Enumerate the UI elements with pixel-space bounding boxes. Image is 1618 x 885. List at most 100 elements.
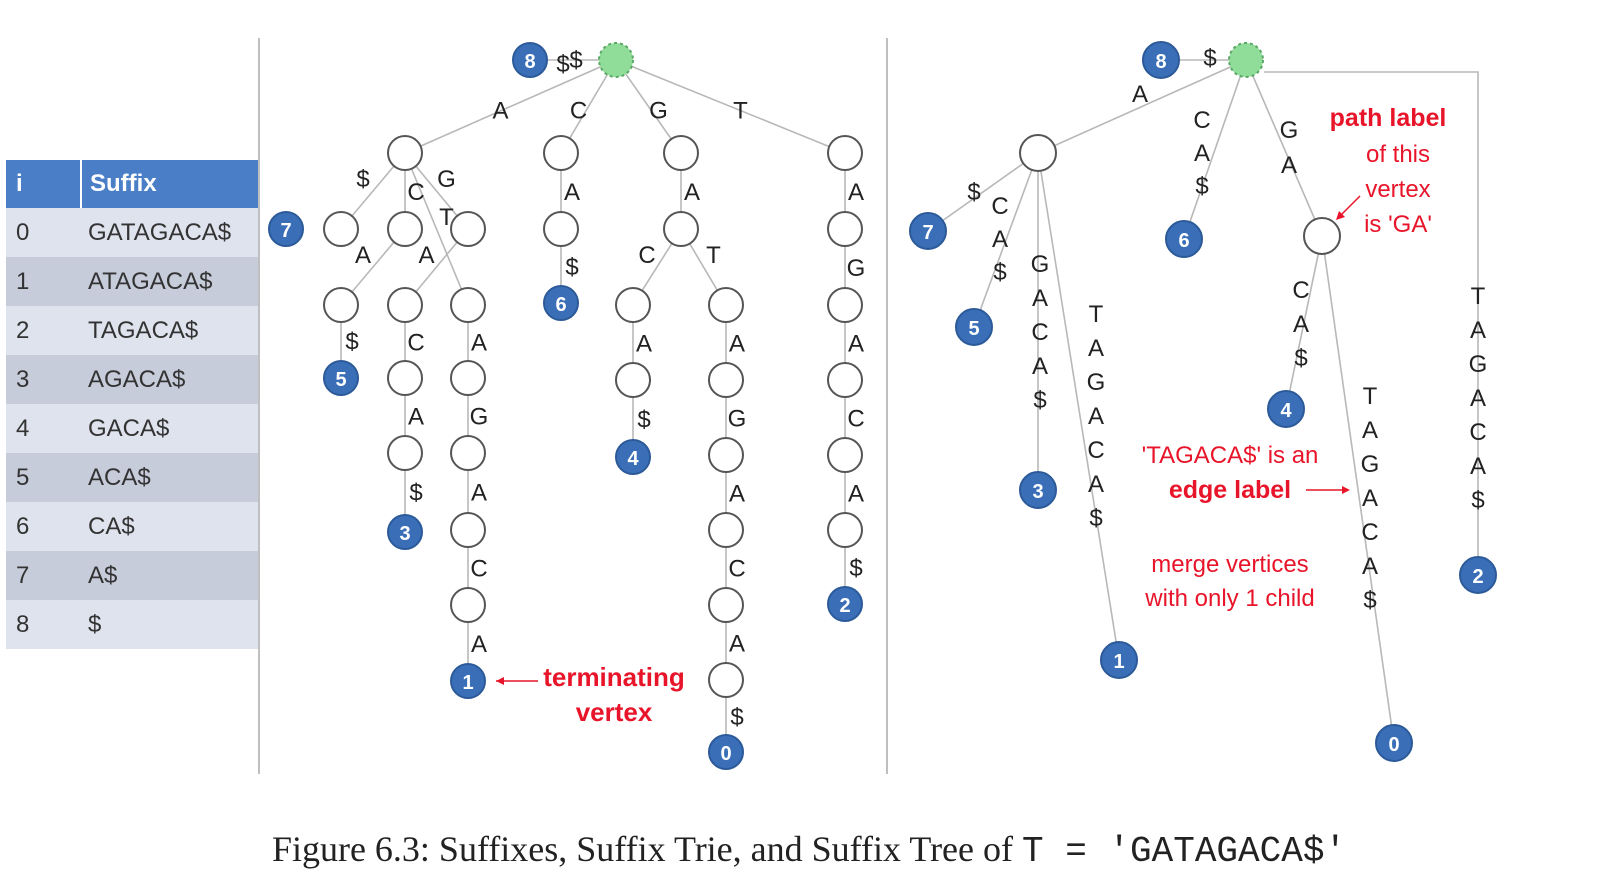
row-index: 3 <box>16 365 30 393</box>
tree-edge-label: C <box>1193 107 1210 134</box>
path-label-text-1: path label <box>1330 104 1447 132</box>
tree-edge-label: G <box>1361 451 1380 478</box>
row-index: 1 <box>16 267 30 295</box>
tree-edge-label: $ <box>1294 345 1307 372</box>
tree-edge <box>1037 59 1247 154</box>
tree-edge-label: A <box>1132 81 1148 108</box>
tree-edge-label: T <box>1471 283 1486 310</box>
trie-vertex <box>323 211 359 247</box>
tree-leaf-number: 0 <box>1388 734 1399 756</box>
tree-edge-label: A <box>1032 285 1048 312</box>
trie-vertex <box>387 135 423 171</box>
tree-edge <box>973 152 1039 328</box>
divider-middle <box>886 38 888 774</box>
tree-edge-label: $ <box>1471 487 1484 514</box>
trie-vertex <box>827 135 863 171</box>
trie-edge-label: A <box>492 98 508 125</box>
path-label-text-4: is 'GA' <box>1364 211 1432 238</box>
tree-edge <box>1037 152 1120 661</box>
trie-edge-label: G <box>728 406 747 433</box>
trie-vertex <box>543 211 579 247</box>
row-suffix: ACA$ <box>88 463 151 491</box>
divider-left <box>258 38 260 774</box>
trie-leaf-number: 6 <box>555 294 566 316</box>
trie-edge-label: A <box>471 330 487 357</box>
trie-vertex <box>615 287 651 323</box>
trie-edge-label: T <box>439 204 454 231</box>
trie-edge-label: C <box>470 556 487 583</box>
tree-vertex <box>1019 134 1057 172</box>
trie-edge-label: A <box>418 242 434 269</box>
figure-caption: Figure 6.3: Suffixes, Suffix Trie, and S… <box>0 828 1618 872</box>
tree-edge-label: A <box>1088 471 1104 498</box>
tree-edge-label: $ <box>1033 387 1046 414</box>
tree-edge-label: A <box>1088 335 1104 362</box>
trie-edge-label: G <box>847 255 866 282</box>
tree-edge-label: G <box>1087 369 1106 396</box>
tree-edge-label: A <box>1362 417 1378 444</box>
trie-vertex <box>708 287 744 323</box>
trie-edge-label: A <box>355 242 371 269</box>
trie-edge-label: A <box>471 631 487 658</box>
row-suffix: AGACA$ <box>88 365 186 393</box>
trie-vertex <box>663 211 699 247</box>
trie-leaf-7 <box>268 211 304 247</box>
row-index: 5 <box>16 463 30 491</box>
tree-root <box>1228 42 1264 78</box>
tree-edge-label: C <box>1292 277 1309 304</box>
tree-leaf-number: 7 <box>922 222 933 244</box>
header-suffix: Suffix <box>90 170 157 197</box>
terminating-text-2: vertex <box>576 697 653 727</box>
trie-edge-label: $ <box>637 407 650 434</box>
tree-edge-label: G <box>1280 117 1299 144</box>
trie-vertex <box>615 362 651 398</box>
trie-edge-label: A <box>729 631 745 658</box>
tree-edge-label: $ <box>1195 173 1208 200</box>
tree-leaf-1 <box>1100 641 1138 679</box>
trie-vertex <box>543 135 579 171</box>
tree-edge-label: A <box>1194 140 1210 167</box>
tree-leaf-4 <box>1267 390 1305 428</box>
trie-leaf-1 <box>450 663 486 699</box>
trie-vertex <box>827 362 863 398</box>
trie-edge-label: G <box>649 98 668 125</box>
tree-leaf-3 <box>1019 471 1057 509</box>
merge-text-2: with only 1 child <box>1144 585 1314 612</box>
trie-edge-label: C <box>847 406 864 433</box>
tree-leaf-5 <box>955 308 993 346</box>
merge-annotation: merge vertices with only 1 child <box>1144 551 1314 612</box>
tree-edge-label: A <box>1362 485 1378 512</box>
trie-leaf-number: 7 <box>280 220 291 242</box>
trie-edge-label: $ <box>356 166 369 193</box>
tree-edge-label: A <box>1362 553 1378 580</box>
trie-edge-label: A <box>848 179 864 206</box>
trie-edge-label: C <box>570 98 587 125</box>
tree-edge-label: T <box>1363 383 1378 410</box>
trie-leaf-number: 0 <box>720 743 731 765</box>
merge-text-1: merge vertices <box>1151 551 1308 578</box>
trie-leaf-number: 3 <box>399 523 410 545</box>
caption-code: T = 'GATAGACA$' <box>1022 831 1347 872</box>
trie-vertex <box>450 211 486 247</box>
trie-edge-label: $ <box>409 480 422 507</box>
tree-edge-label: G <box>1031 251 1050 278</box>
path-label-annotation: path label of this vertex is 'GA' <box>1330 104 1447 238</box>
tree-edge-label: $ <box>967 179 980 206</box>
edge-label-text-1: 'TAGACA$' is an <box>1142 442 1319 469</box>
trie-vertex <box>450 587 486 623</box>
row-suffix: GATAGACA$ <box>88 218 232 246</box>
trie-edge-label: A <box>729 331 745 358</box>
edge-label-text-2: edge label <box>1169 476 1291 504</box>
trie-leaf-number: 4 <box>627 448 639 470</box>
tree-edge <box>1245 59 1323 237</box>
tree-leaf-0 <box>1375 724 1413 762</box>
trie-leaf-6 <box>543 285 579 321</box>
tree-edge-label: A <box>1032 353 1048 380</box>
tree-edge-label: C <box>1469 419 1486 446</box>
trie-edge-label: A <box>564 179 580 206</box>
tree-edge-label: A <box>1281 152 1297 179</box>
